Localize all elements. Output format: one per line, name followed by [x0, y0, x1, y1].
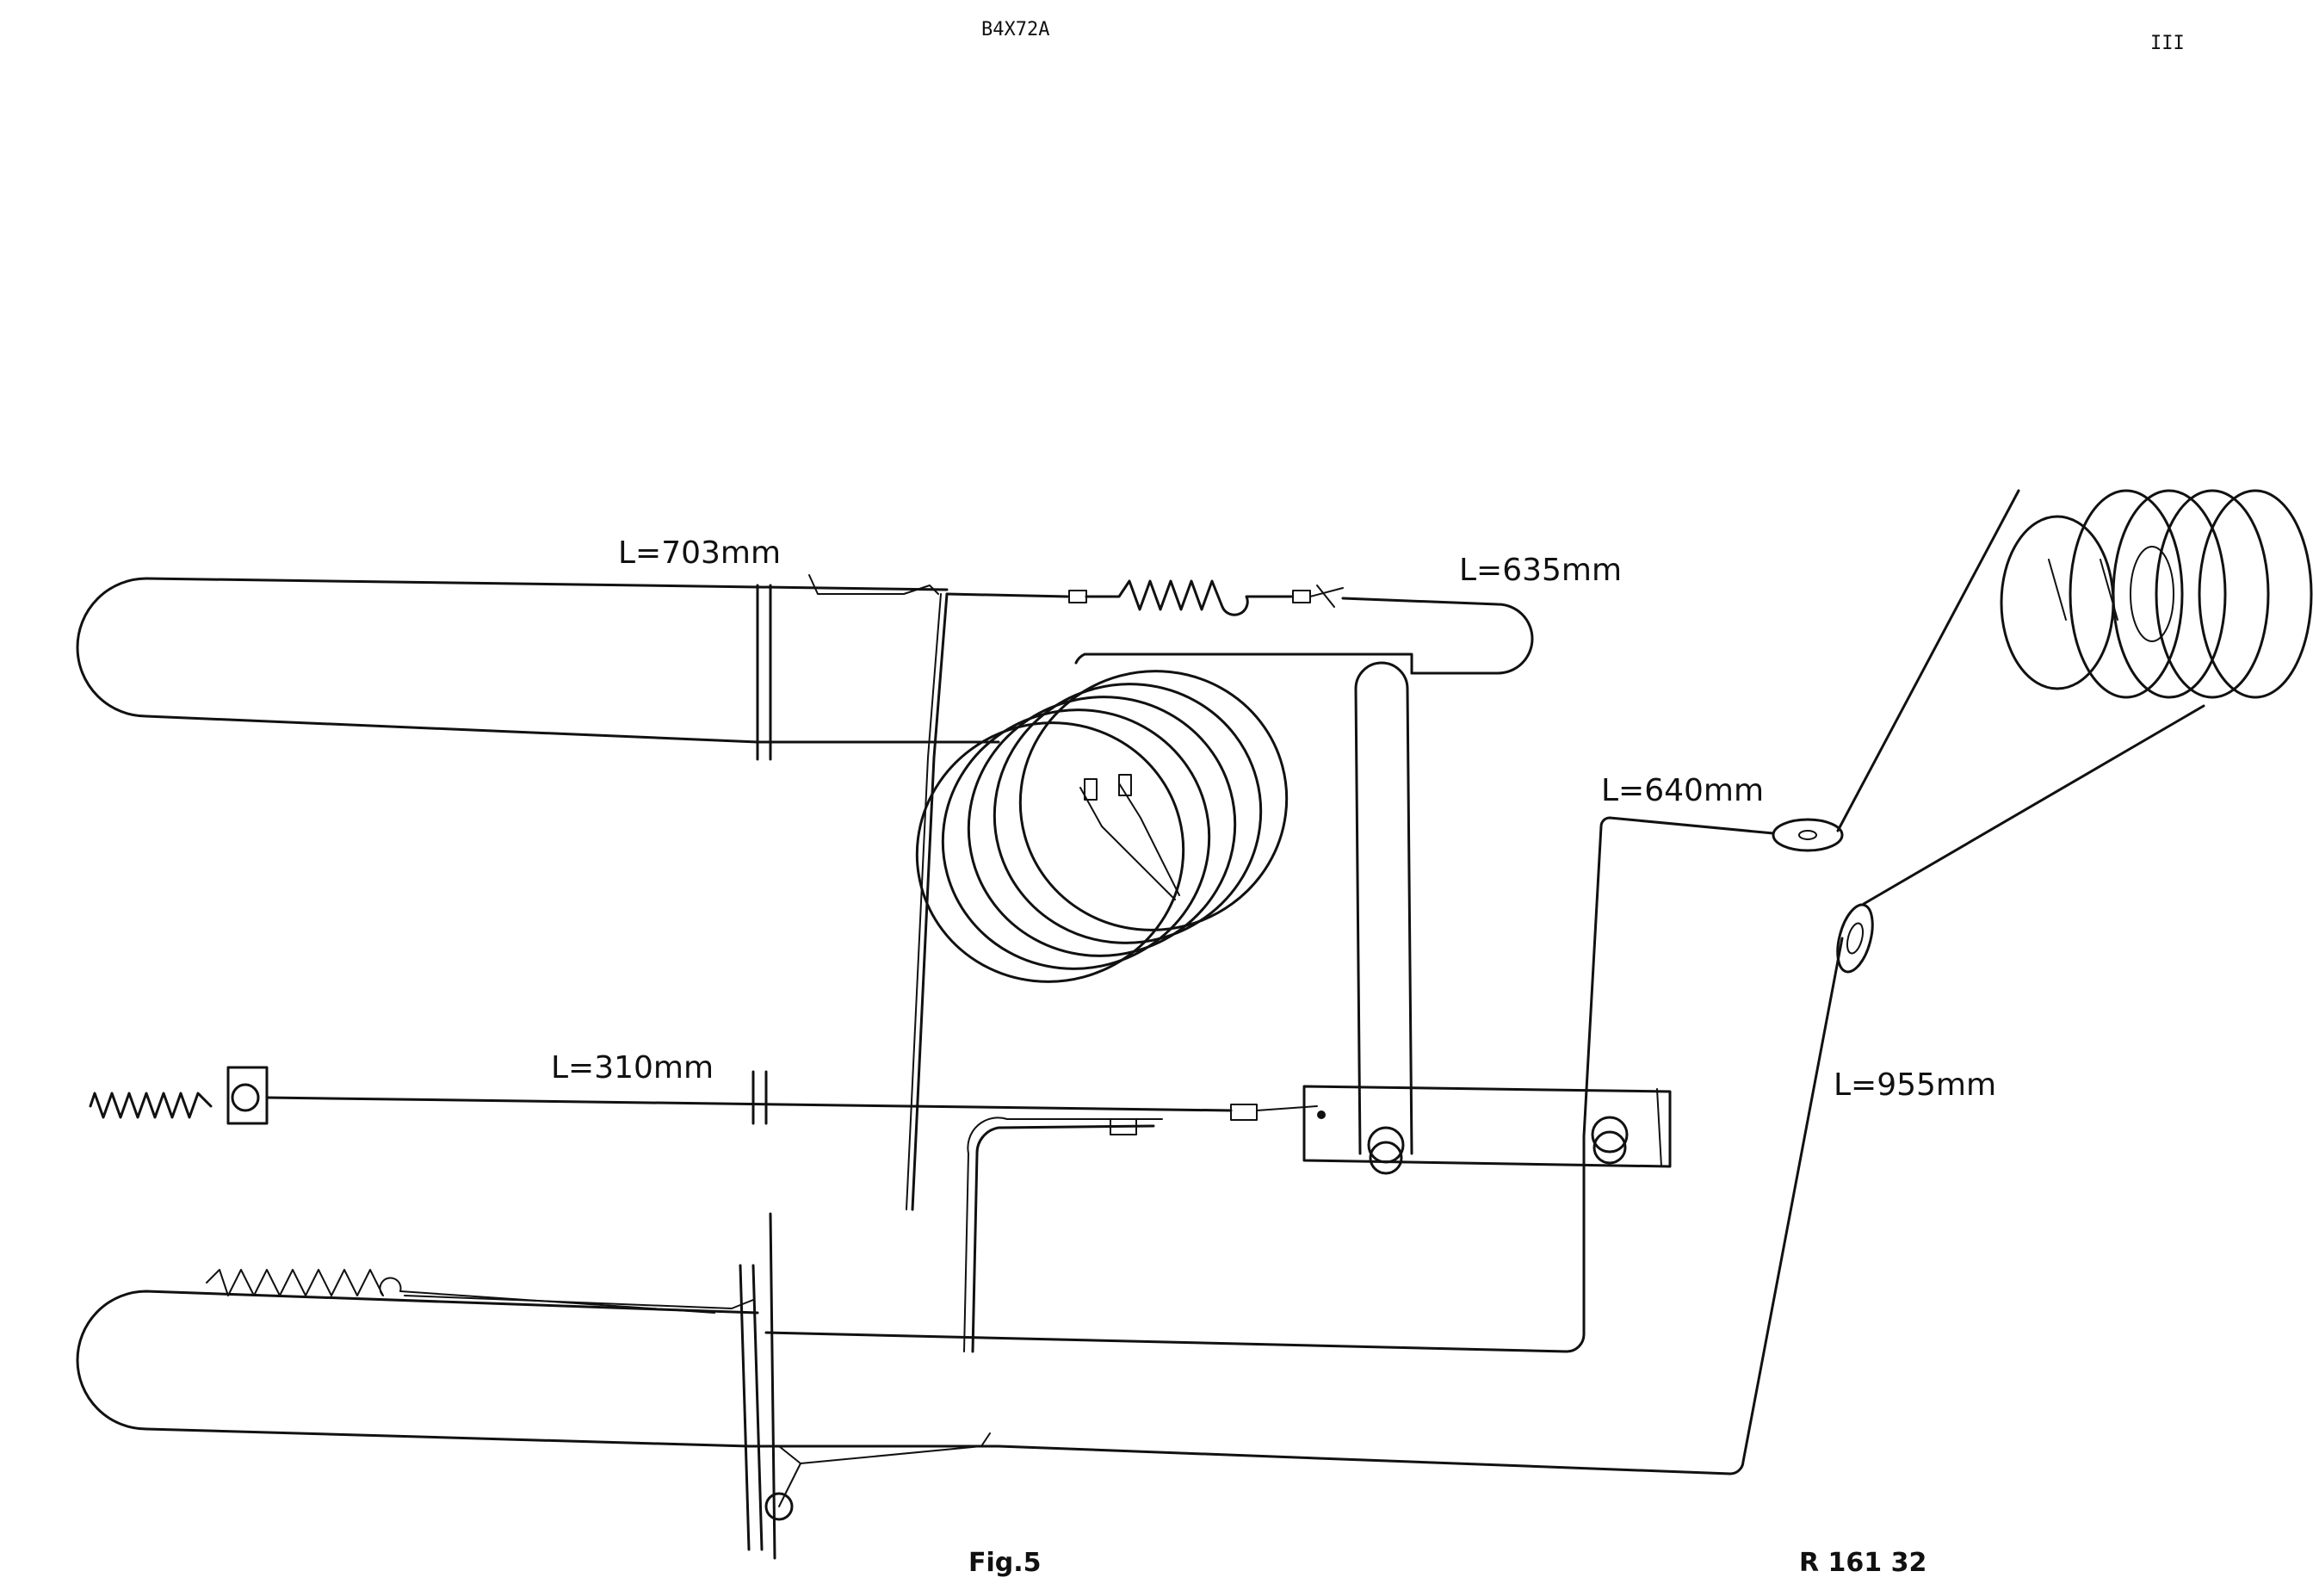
label-l310: L=310mm	[551, 1050, 714, 1086]
figure-caption: Fig.5	[968, 1548, 1042, 1578]
bent-wire	[963, 1117, 1163, 1353]
middle-spring-wire	[89, 1066, 1318, 1125]
reference-number: R 161 32	[1799, 1548, 1927, 1578]
label-l703: L=703mm	[618, 535, 782, 571]
top-right-coil-assembly	[1772, 489, 2313, 852]
label-l635: L=635mm	[1459, 553, 1623, 588]
vertical-loop	[1354, 661, 1413, 1175]
upper-left-wire-loop	[76, 574, 1000, 761]
vertical-feed-wire	[906, 592, 949, 1211]
upper-right-wire-loop	[1074, 597, 1534, 675]
label-l640: L=640mm	[1601, 773, 1765, 808]
terminal-bracket	[1302, 1085, 1672, 1168]
document-code: B4X72A	[981, 19, 1050, 40]
page-number: III	[2150, 33, 2185, 54]
central-coil	[915, 670, 1289, 983]
upper-spring-connector	[945, 579, 1344, 616]
lower-wire-loop	[76, 816, 1775, 1560]
label-l955: L=955mm	[1834, 1067, 1997, 1103]
long-right-wire	[997, 704, 2205, 1475]
